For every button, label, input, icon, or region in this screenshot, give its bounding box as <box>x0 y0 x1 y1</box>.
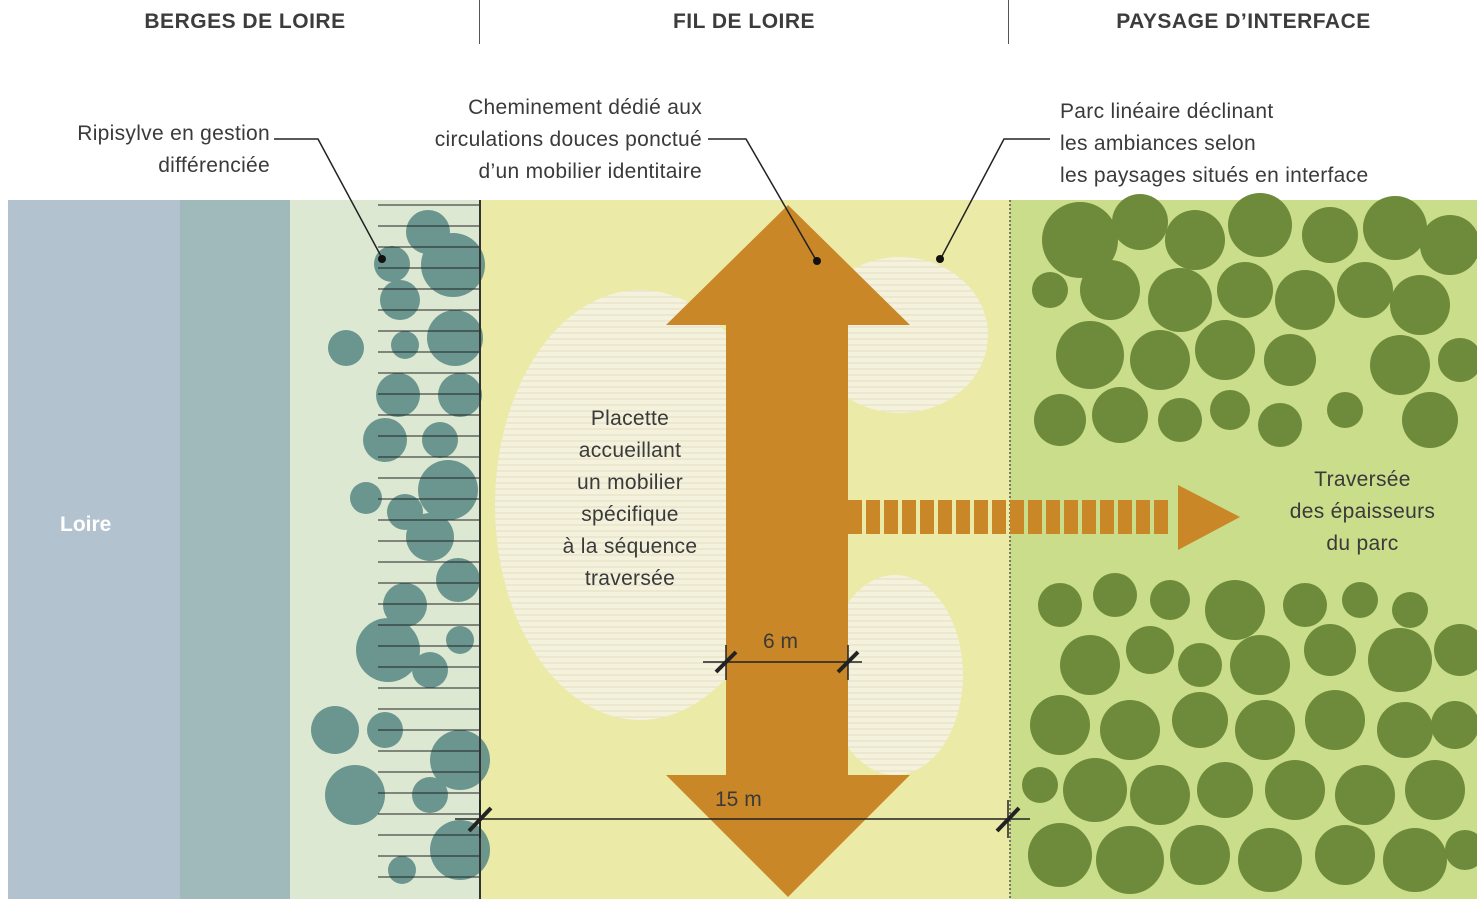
placette-line-3: un mobilier <box>576 471 683 494</box>
cheminement-line-2: circulations douces ponctué <box>434 128 702 151</box>
placette-line-1: Placette <box>590 407 670 430</box>
parc-line-2: les ambiances selon <box>1060 132 1256 155</box>
traversee-line-3: du parc <box>1326 532 1399 555</box>
leader-dots <box>378 255 944 265</box>
placette-label: Placette accueillant un mobilier spécifi… <box>530 403 730 595</box>
cheminement-line-1: Cheminement dédié aux <box>468 96 702 119</box>
ripisylve-label: Ripisylve en gestion différenciée <box>8 118 270 182</box>
loire-river-band <box>8 200 180 899</box>
dimension-6m-line <box>703 645 862 680</box>
ripisylve-line-2: différenciée <box>158 154 270 177</box>
dimension-6m-label: 6 m <box>763 630 799 653</box>
paysage-trees <box>1022 193 1477 894</box>
header-divider-right <box>1008 0 1009 44</box>
parc-line-1: Parc linéaire déclinant <box>1060 100 1274 123</box>
placette-line-4: spécifique <box>581 503 679 526</box>
dimension-15m-label: 15 m <box>715 788 762 811</box>
bank-hatch-lines <box>378 204 480 878</box>
placette-left <box>495 290 785 720</box>
cheminement-arrow <box>666 205 910 897</box>
parc-line-3: les paysages situés en interface <box>1060 164 1369 187</box>
cheminement-line-3: d’un mobilier identitaire <box>478 160 702 183</box>
parc-lineaire-label: Parc linéaire déclinant les ambiances se… <box>1060 96 1470 192</box>
placette-line-5: à la séquence <box>562 535 698 558</box>
placette-bottom-right <box>827 575 963 775</box>
placette-line-2: accueillant <box>578 439 682 462</box>
traversee-dashed-arrow <box>848 485 1240 550</box>
dimension-15m-line <box>455 800 1030 838</box>
placette-line-6: traversée <box>584 567 676 590</box>
traversee-line-1: Traversée <box>1314 468 1411 491</box>
traversee-label: Traversée des épaisseurs du parc <box>1260 464 1465 560</box>
traversee-line-2: des épaisseurs <box>1289 500 1436 523</box>
header-paysage-interface: PAYSAGE D’INTERFACE <box>1116 10 1371 33</box>
cheminement-label: Cheminement dédié aux circulations douce… <box>330 92 702 188</box>
bank-water-band <box>180 200 290 899</box>
header-divider-left <box>479 0 480 44</box>
ripisylve-line-1: Ripisylve en gestion <box>77 122 270 145</box>
header-fil-de-loire: FIL DE LOIRE <box>672 10 816 33</box>
leader-lines <box>274 138 1050 261</box>
loire-label: Loire <box>60 513 112 536</box>
header-berges-de-loire: BERGES DE LOIRE <box>144 10 346 33</box>
